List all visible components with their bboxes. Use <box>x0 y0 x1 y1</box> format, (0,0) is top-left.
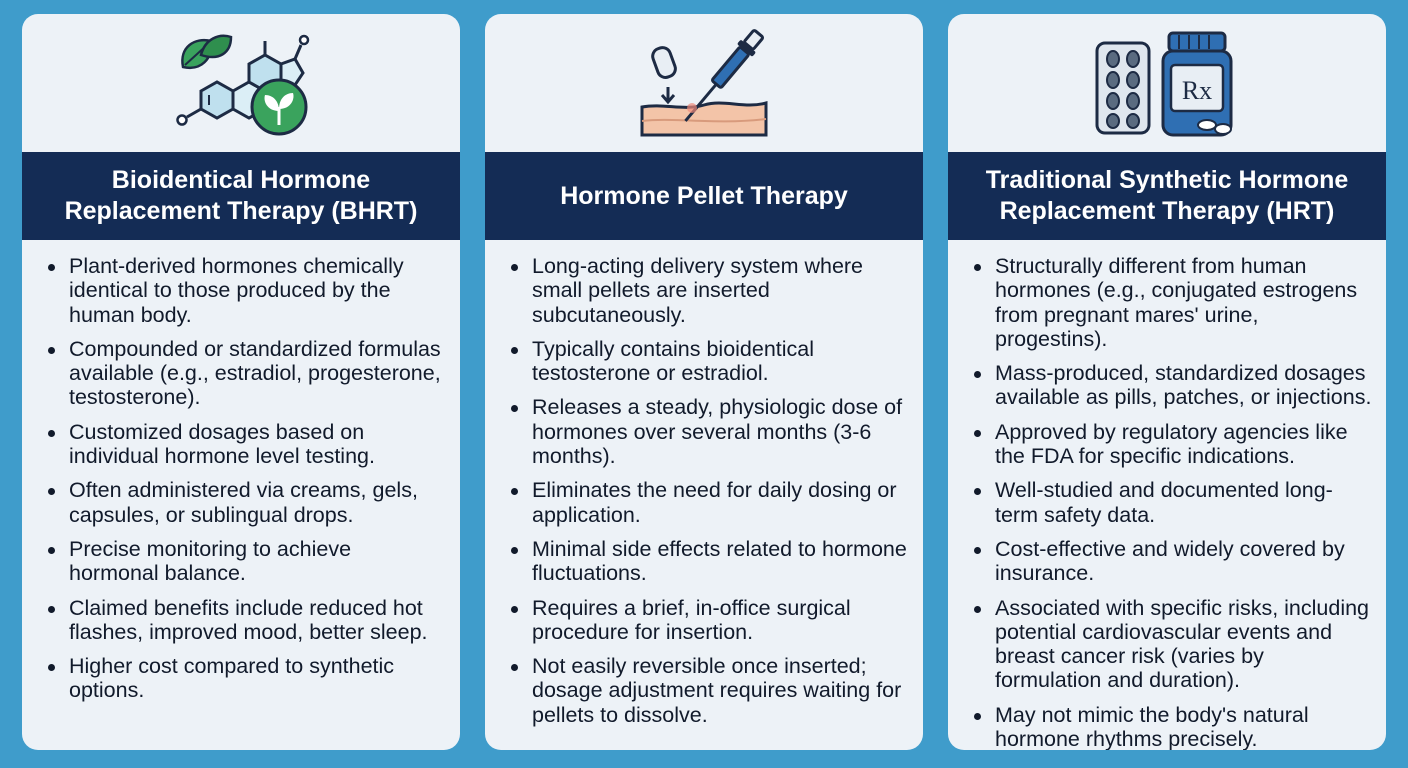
plant-molecule-icon <box>176 34 310 136</box>
list-item: Associated with specific risks, includin… <box>974 596 1372 693</box>
list-item: Precise monitoring to achieve hormonal b… <box>48 537 446 586</box>
pill-bottle-rx-icon: Rx <box>1095 31 1233 137</box>
pellet-therapy-feature-list: Long-acting delivery system where small … <box>485 254 923 737</box>
list-item: May not mimic the body's natural hormone… <box>974 703 1372 750</box>
bhrt-feature-list: Plant-derived hormones chemically identi… <box>22 254 460 713</box>
list-item: Approved by regulatory agencies like the… <box>974 420 1372 469</box>
synthetic-hrt-feature-list: Structurally different from human hormon… <box>948 254 1386 750</box>
synthetic-hrt-card-title: Traditional Synthetic Hormone Replacemen… <box>948 152 1386 240</box>
bhrt-card: Bioidentical Hormone Replacement Therapy… <box>22 14 460 750</box>
list-item: Plant-derived hormones chemically identi… <box>48 254 446 327</box>
pellet-therapy-card: Hormone Pellet Therapy Long-acting deliv… <box>485 14 923 750</box>
list-item: Releases a steady, physiologic dose of h… <box>511 395 909 468</box>
list-item: Structurally different from human hormon… <box>974 254 1372 351</box>
list-item: Compounded or standardized formulas avai… <box>48 337 446 410</box>
list-item: Requires a brief, in-office surgical pro… <box>511 596 909 645</box>
list-item: Minimal side effects related to hormone … <box>511 537 909 586</box>
list-item: Long-acting delivery system where small … <box>511 254 909 327</box>
pellet-therapy-card-title: Hormone Pellet Therapy <box>485 152 923 240</box>
svg-text:Rx: Rx <box>1182 76 1212 105</box>
list-item: Claimed benefits include reduced hot fla… <box>48 596 446 645</box>
list-item: Cost-effective and widely covered by ins… <box>974 537 1372 586</box>
list-item: Well-studied and documented long-term sa… <box>974 478 1372 527</box>
list-item: Mass-produced, standardized dosages avai… <box>974 361 1372 410</box>
bhrt-card-title: Bioidentical Hormone Replacement Therapy… <box>22 152 460 240</box>
list-item: Higher cost compared to synthetic option… <box>48 654 446 703</box>
list-item: Typically contains bioidentical testoste… <box>511 337 909 386</box>
list-item: Not easily reversible once inserted; dos… <box>511 654 909 727</box>
list-item: Often administered via creams, gels, cap… <box>48 478 446 527</box>
pellet-injection-icon <box>640 29 768 137</box>
list-item: Customized dosages based on individual h… <box>48 420 446 469</box>
synthetic-hrt-card: Rx Traditional Synthetic Hormone Replace… <box>948 14 1386 750</box>
list-item: Eliminates the need for daily dosing or … <box>511 478 909 527</box>
